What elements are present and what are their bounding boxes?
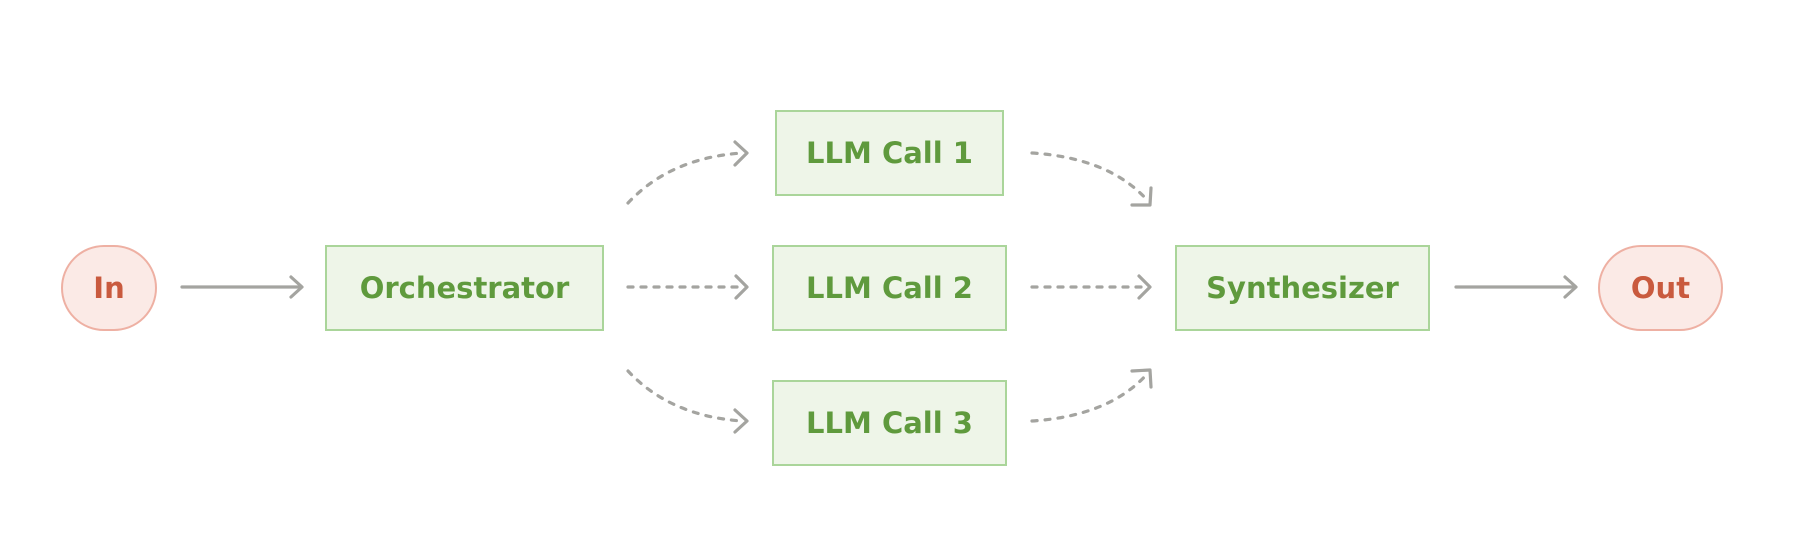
synthesizer-node: Synthesizer (1175, 245, 1430, 331)
llm-call-2-node: LLM Call 2 (772, 245, 1007, 331)
llm-call-1-node: LLM Call 1 (775, 110, 1004, 196)
edge-orchestrator-to-call3 (626, 369, 749, 434)
orchestrator-node: Orchestrator (325, 245, 604, 331)
output-node: Out (1598, 245, 1723, 331)
edge-call1-to-synthesizer (1030, 151, 1153, 207)
edge-in-to-orchestrator (180, 275, 304, 299)
edge-orchestrator-to-call2 (626, 274, 749, 300)
edge-orchestrator-to-call1 (626, 140, 749, 205)
edge-synthesizer-to-out (1454, 275, 1578, 299)
llm-call-3-node: LLM Call 3 (772, 380, 1007, 466)
edge-call3-to-synthesizer (1030, 368, 1153, 423)
input-node: In (61, 245, 157, 331)
edge-call2-to-synthesizer (1030, 274, 1152, 300)
